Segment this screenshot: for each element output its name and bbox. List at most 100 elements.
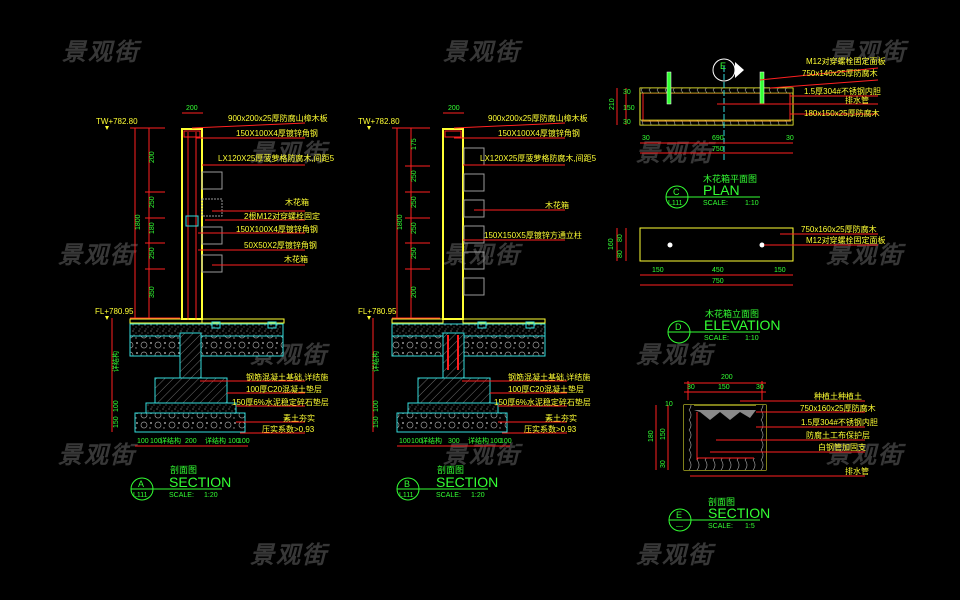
scale-label: SCALE: [708,523,733,530]
callout: 排水管 [845,95,869,105]
dim-label: 750 [712,146,724,153]
dim-label: 100 [150,438,162,445]
sheet-label: L111 [133,492,148,499]
callout: 50X50X2厚镀锌角钢 [244,240,317,250]
callout: 750x140x25厚防腐木 [802,68,878,78]
callout: 2根M12对穿螺栓固定 [244,211,320,221]
dim-label: 200 [186,105,198,112]
dim-label: 100 [238,438,250,445]
dim-label: 150 [774,267,786,274]
callout: 压实系数>0.93 [262,424,315,434]
title-en: SECTION [436,474,498,490]
callout: 750x160x25厚防腐木 [800,403,876,413]
callout: 150X100X4厚镀锌角钢 [498,128,580,138]
ref-label: B [404,479,410,489]
callout: M12对穿螺栓固定面板 [806,56,886,66]
callout: LX120X25厚菠萝格防腐木,间距5 [218,153,335,163]
dim-total-height: 1800 [135,214,142,230]
callout: 木花箱 [545,200,569,210]
dim-label: 450 [712,267,724,274]
callout: 素土夯实 [545,413,577,423]
scale-value: 1:10 [745,200,759,207]
dim-label: 150 [718,384,730,391]
callout: 种植土种植土 [814,391,862,401]
callout: M12对穿螺栓固定面板 [806,235,886,245]
watermark: 景观街 [443,241,521,269]
watermark: 景观街 [58,441,136,469]
title-cn: 剖面图 [437,464,464,475]
dim-label: 200 [448,105,460,112]
title-en: SECTION [169,474,231,490]
callout: LX120X25厚菠萝格防腐木,间距5 [480,153,597,163]
dim-label: 详结构 [371,351,380,372]
dim-label: 200 [149,151,156,163]
dim-label: 180 [648,430,655,442]
dim-total-height: 1800 [397,214,404,230]
dim-label: 160 [608,238,615,250]
elevation-top-label: TW+782.80 [96,117,138,126]
dim-label: 100 [500,438,512,445]
dim-label: 200 [185,438,197,445]
callout: 木花箱 [284,254,308,264]
callout: 100厚C20混凝土垫层 [246,384,322,394]
section-a: TW+782.80 FL+780.95 1800 200 250 180 250… [95,105,335,501]
scale-label: SCALE: [704,335,729,342]
dim-label: 200 [721,374,733,381]
dim-label: 175 [411,138,418,150]
callout: 1.5厚304#不锈钢内胆 [801,417,878,427]
section-mark: E [720,61,726,71]
title-cn: 剖面图 [170,464,197,475]
dim-label: 30 [786,135,794,142]
dim-label: 750 [712,278,724,285]
sheet-label: L111 [668,200,683,207]
dim-label: 100 [137,438,149,445]
callout: 900x200x25厚防腐山樟木板 [228,113,328,123]
ref-label: E [676,510,682,520]
ref-label: A [138,479,144,489]
watermark: 景观街 [826,441,904,469]
dim-label: 30 [623,119,631,126]
callout: 150X100X4厚镀锌角钢 [236,128,318,138]
dim-label: 详结构 [160,436,181,445]
dim-label: 100 [490,438,502,445]
scale-label: SCALE: [703,200,728,207]
callout: 木花箱 [285,197,309,207]
dim-label: 10 [665,401,673,408]
dim-label: 150 [623,105,635,112]
dim-label: 100 [373,400,380,412]
dim-label: 100 [411,438,423,445]
section-b: TW+782.80 FL+780.95 1800 175 250 250 250… [358,105,597,501]
watermark: 景观街 [250,541,328,569]
elevation-top-label: TW+782.80 [358,117,400,126]
dim-label: 250 [411,247,418,259]
section-e: 200 30 150 30 180 10 150 30 种植土种植土 750x1… [648,374,878,532]
callout: 900x200x25厚防腐山樟木板 [488,113,588,123]
dim-label: 100 [113,400,120,412]
dim-label: 100 [399,438,411,445]
dim-label: 详结构 [468,436,489,445]
callout: 150厚6%水泥稳定碎石垫层 [232,397,329,407]
dim-label: 150 [373,416,380,428]
dim-label: 30 [642,135,650,142]
callout: 1.5厚304#不锈钢内胆 [804,86,881,96]
dim-label: 150 [652,267,664,274]
callout: 压实系数>0.93 [524,424,577,434]
title-block-d: D 木花箱立面图 ELEVATION SCALE: 1:10 [667,308,781,344]
watermark: 景观街 [826,241,904,269]
dim-label: 30 [687,384,695,391]
sheet-label: — [676,523,683,530]
callout: 180x150x25厚防腐木 [804,108,880,118]
title-block-c: C L111 木花箱平面图 PLAN SCALE: 1:10 [665,173,760,209]
dim-label: 200 [411,286,418,298]
scale-value: 1:10 [745,335,759,342]
title-cn: 木花箱立面图 [705,308,759,319]
watermark: 景观街 [636,541,714,569]
dim-label: 详结构 [205,436,226,445]
scale-label: SCALE: [436,492,461,499]
dim-label: 30 [623,89,631,96]
watermark: 景观街 [443,38,521,66]
callout: 150厚6%水泥稳定碎石垫层 [494,397,591,407]
dim-label: 210 [609,98,616,110]
ref-label: D [675,322,682,332]
